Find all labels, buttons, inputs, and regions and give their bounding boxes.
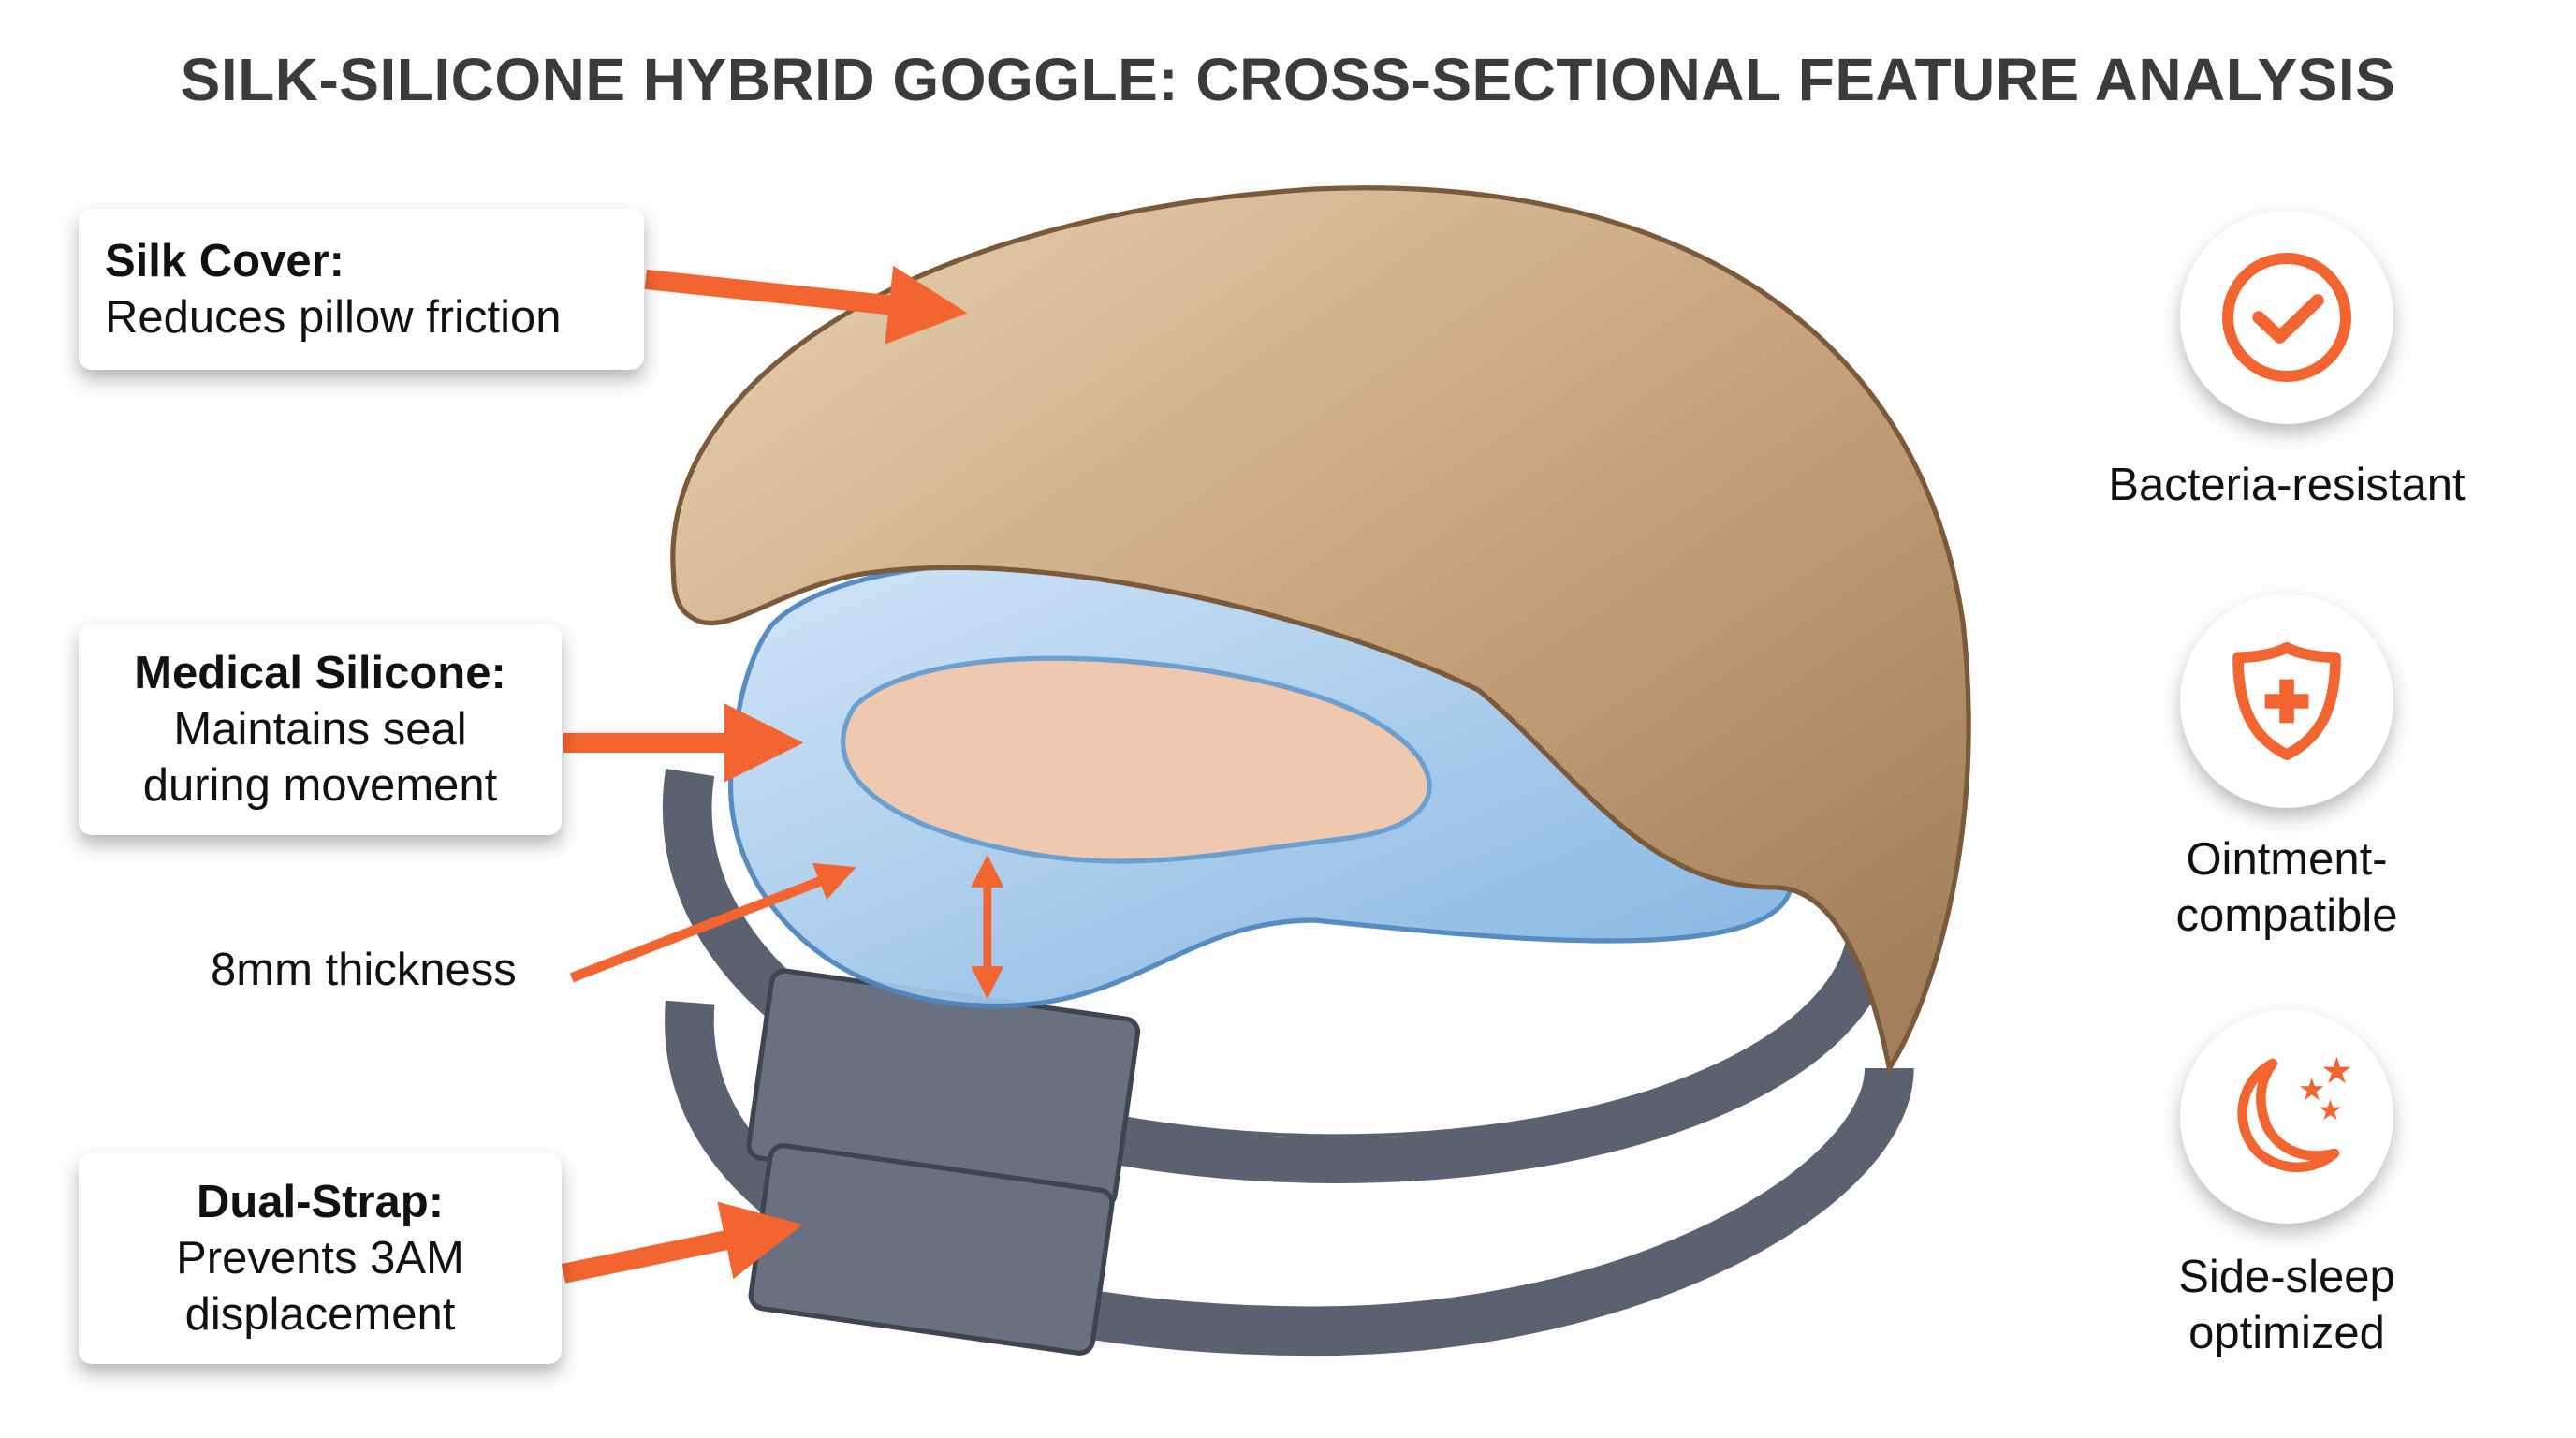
- silk-cover-callout: Silk Cover: Reduces pillow friction: [79, 209, 644, 370]
- ointment-compatible-badge: [2180, 594, 2393, 808]
- feature-label-line: Side-sleep: [2178, 1252, 2395, 1302]
- feature-label-line: optimized: [2188, 1308, 2385, 1358]
- svg-text:★: ★: [2318, 1095, 2343, 1126]
- silk-cover: [670, 185, 1971, 1075]
- callout-text: Reduces pillow friction: [105, 292, 562, 343]
- bacteria-resistant-badge: [2180, 211, 2393, 424]
- thickness-arrow: [569, 862, 856, 983]
- callout-text: Prevents 3AM: [176, 1233, 464, 1284]
- callout-heading: Medical Silicone:: [134, 648, 506, 698]
- callout-text: displacement: [184, 1289, 456, 1340]
- feature-label-line: compatible: [2175, 890, 2398, 941]
- medical-silicone-callout: Medical Silicone: Maintains seal during …: [79, 624, 562, 835]
- callout-heading: Silk Cover:: [105, 236, 344, 286]
- svg-text:★: ★: [2298, 1072, 2326, 1107]
- feature-label: Side-sleep optimized: [2043, 1249, 2530, 1361]
- silk-arrow: [644, 265, 968, 345]
- side-sleep-badge: ★★★: [2180, 1010, 2393, 1224]
- callout-text: Maintains seal: [173, 704, 467, 755]
- feature-label-line: Bacteria-resistant: [2108, 460, 2466, 510]
- feature-label-line: Ointment-: [2186, 834, 2388, 885]
- shield-plus-icon: [2232, 641, 2341, 761]
- dual-strap: [662, 769, 1914, 1357]
- strap-arrow: [561, 1201, 803, 1284]
- callout-heading: Dual-Strap:: [196, 1177, 445, 1227]
- feature-label: Ointment-compatible: [2043, 831, 2530, 944]
- svg-text:★: ★: [2320, 1051, 2353, 1092]
- thickness-label: 8mm thickness: [211, 945, 517, 995]
- feature-label: Bacteria-resistant: [2043, 457, 2530, 513]
- callout-text: during movement: [142, 760, 498, 811]
- dual-strap-callout: Dual-Strap: Prevents 3AM displacement: [79, 1153, 562, 1364]
- page-title: SILK-SILICONE HYBRID GOGGLE: CROSS-SECTI…: [180, 46, 2396, 113]
- moon-stars-icon: ★★★: [2237, 1051, 2353, 1172]
- check-circle-icon: [2222, 253, 2351, 382]
